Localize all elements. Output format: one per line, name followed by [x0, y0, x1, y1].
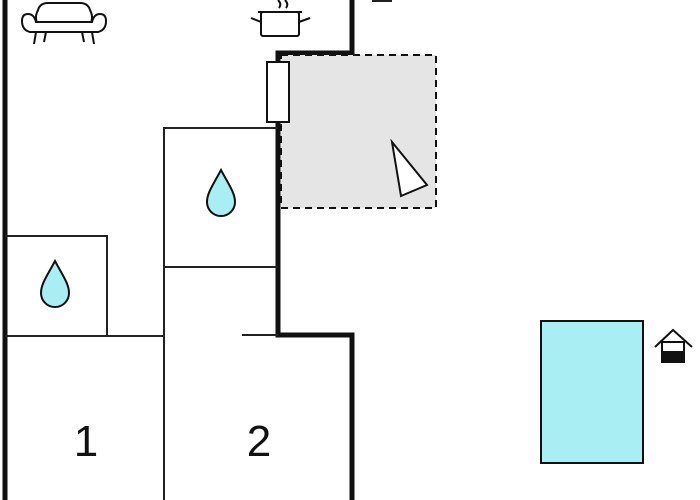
sofa-icon: [20, 2, 108, 45]
exterior-walls: [2, 0, 355, 500]
interior-walls: [5, 127, 278, 500]
pool-icon: [540, 320, 644, 464]
room-number-2: 2: [247, 417, 271, 466]
house-icon: [654, 328, 693, 363]
shower-icon: [39, 258, 71, 308]
terrace-icon: [390, 138, 429, 198]
room-number-1: 1: [74, 417, 98, 466]
cooking-pot-icon: [250, 0, 311, 37]
fireplace-icon: [266, 61, 290, 123]
shower-icon: [205, 167, 237, 217]
